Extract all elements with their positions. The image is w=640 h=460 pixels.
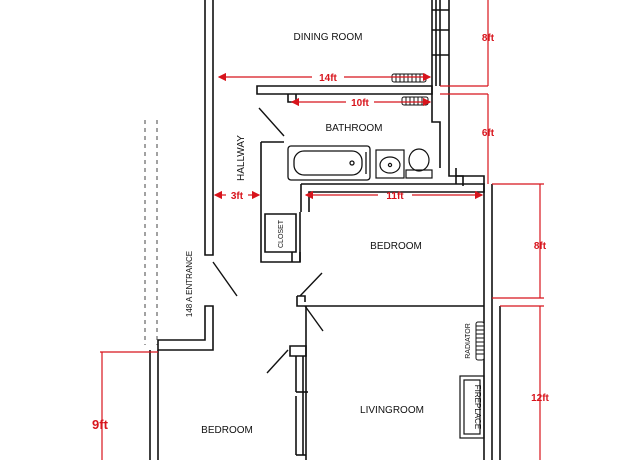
label-closet: CLOSET [278, 219, 285, 248]
dim-bath-height: 6ft [482, 128, 495, 139]
walls [149, 0, 501, 460]
dim-dining-height: 8ft [482, 33, 495, 44]
label-livingroom: LIVINGROOM [360, 405, 424, 416]
label-fireplace: FIREPLACE [473, 385, 482, 429]
dim-bedroom-height: 8ft [534, 241, 547, 252]
fireplace-icon [459, 375, 485, 439]
dim-living-height: 12ft [531, 393, 549, 404]
doors [212, 107, 324, 374]
radiator-icon-bath [401, 96, 429, 106]
radiator-icon-living [475, 321, 485, 361]
porch-dashed-lines [144, 120, 158, 345]
label-bedroom-lower: BEDROOM [201, 425, 253, 436]
dim-bedroom-width: 11ft [386, 191, 404, 202]
label-entrance: 148 A ENTRANCE [185, 251, 194, 317]
toilet-icon [405, 148, 433, 179]
bathtub-icon [287, 145, 371, 181]
label-dining-room: DINING ROOM [294, 32, 363, 43]
sink-icon [375, 149, 405, 179]
dim-hall-width: 3ft [231, 191, 244, 202]
label-bedroom-upper: BEDROOM [370, 241, 422, 252]
dim-dining-width: 14ft [319, 73, 337, 84]
dimension-lines [100, 0, 544, 460]
dim-bath-width: 10ft [351, 98, 369, 109]
label-radiator: RADIATOR [465, 323, 472, 359]
dim-bedroom-lower-height: 9ft [92, 417, 109, 432]
label-hallway: HALLWAY [236, 135, 247, 181]
label-bathroom: BATHROOM [325, 123, 382, 134]
radiator-icon [391, 73, 427, 83]
